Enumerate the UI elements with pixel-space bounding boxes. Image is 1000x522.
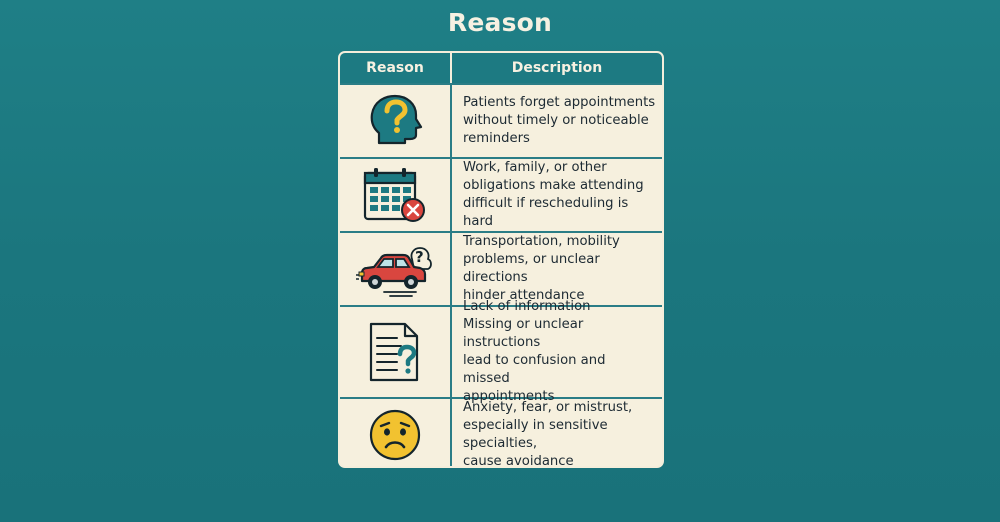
table-row: Patients forget appointments without tim… (340, 85, 662, 159)
description-line: obligations make attending (463, 178, 644, 193)
description-line: Patients forget appointments (463, 95, 656, 110)
header-description: Description (511, 60, 603, 76)
description-line: especially in sensitive specialties, (463, 417, 608, 451)
table-row: Anxiety, fear, or mistrust, especially i… (340, 399, 662, 468)
reason-cell (340, 307, 452, 397)
table-row: ? Transportation, mobility problems, or … (340, 233, 662, 307)
table-row: Lack of information Missing or unclear i… (340, 299, 662, 404)
head-question-icon (370, 94, 423, 145)
description-line: hinder attendance (463, 288, 585, 303)
document-question-icon (369, 322, 419, 382)
description-line: Transportation, mobility (463, 234, 620, 249)
description-cell: Patients forget appointments without tim… (452, 85, 662, 157)
page-title: Reason (447, 8, 553, 37)
description-line: appointments (463, 389, 555, 404)
description-line: Work, family, or other (463, 160, 607, 175)
table-header: Reason Description (340, 53, 662, 85)
description-line: cause avoidance (463, 453, 574, 468)
calendar-cancel-icon (363, 168, 425, 222)
svg-text:?: ? (415, 248, 424, 266)
reasons-table: Reason Description Patients forget appoi… (338, 51, 664, 468)
description-line: Lack of information (463, 299, 591, 314)
description-line: without timely or noticeable (463, 113, 649, 128)
description-cell: Work, family, or other obligations make … (452, 159, 662, 231)
description-cell: Anxiety, fear, or mistrust, especially i… (452, 399, 662, 468)
description-cell: Lack of information Missing or unclear i… (452, 299, 662, 404)
worried-face-icon (369, 409, 421, 460)
table-row: Work, family, or other obligations make … (340, 159, 662, 233)
reason-cell: ? (340, 233, 452, 305)
description-line: Missing or unclear instructions (463, 317, 584, 350)
header-reason: Reason (340, 53, 452, 83)
description-cell: Transportation, mobility problems, or un… (452, 233, 662, 305)
description-line: reminders (463, 131, 530, 146)
description-line: lead to confusion and missed (463, 353, 606, 386)
description-line: problems, or unclear directions (463, 252, 600, 285)
description-line: Anxiety, fear, or mistrust, (463, 399, 633, 415)
reason-cell (340, 85, 452, 157)
reason-cell (340, 399, 452, 466)
description-line: difficult if rescheduling is hard (463, 196, 629, 229)
reason-cell (340, 159, 452, 231)
car-question-icon: ? (356, 247, 432, 297)
